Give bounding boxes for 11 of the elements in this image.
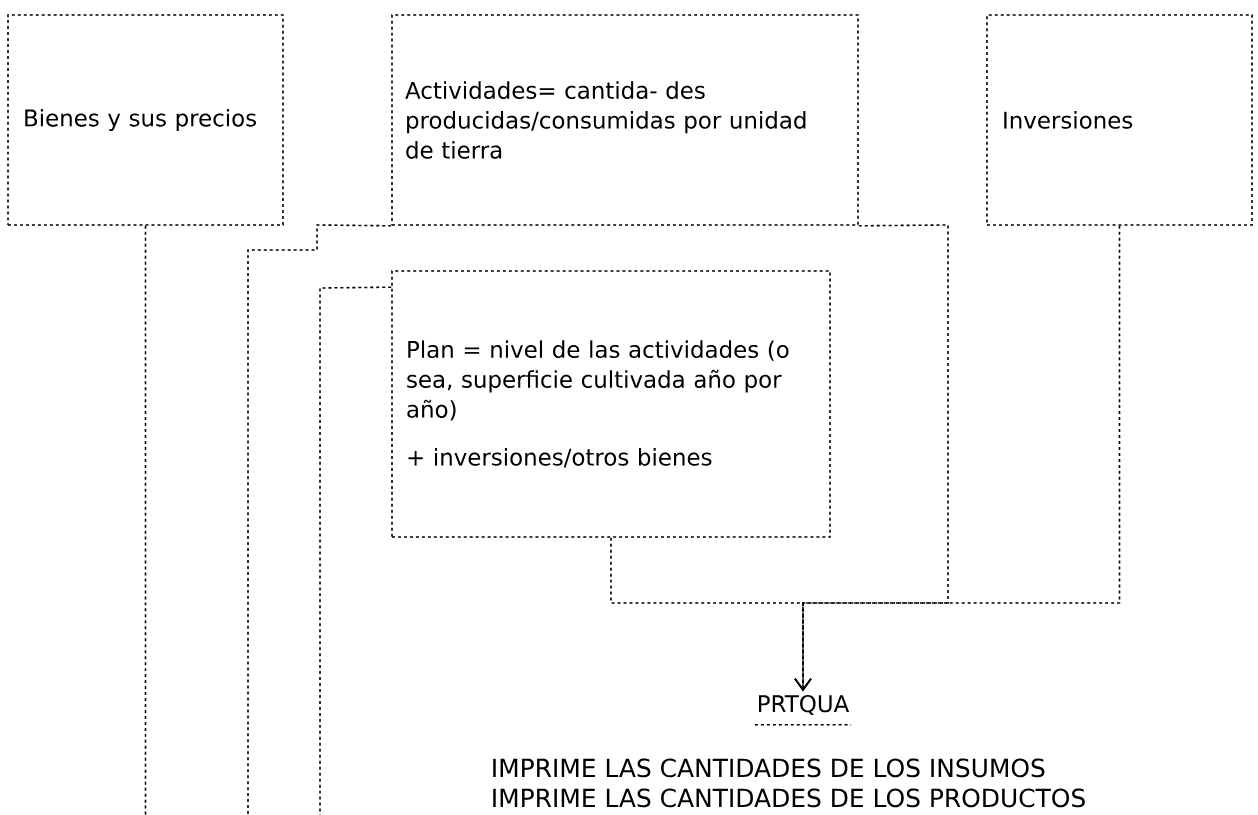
- program-name: PRTQUA: [759, 695, 850, 715]
- process-box: Actividades= cantida- des producidas/consumidas por unidad de tierra: [391, 14, 859, 226]
- output-note: IMPRIME LAS CANTIDADES DE LOS PRODUCTOS: [493, 788, 1085, 808]
- process-box: Plan = nivel de las actividades (o sea, superficie cultivada año por año) + inversiones/otros bienes: [391, 270, 831, 538]
- process-box: Bienes y sus precios: [7, 14, 284, 226]
- process-box: Inversiones: [986, 14, 1253, 226]
- output-note: IMPRIME LAS CANTIDADES DE LOS INSUMOS: [493, 758, 1045, 778]
- connector-line: [794, 225, 1121, 692]
- connector-line: [319, 286, 392, 815]
- connector-line: [144, 225, 147, 815]
- connector-line: [247, 224, 392, 815]
